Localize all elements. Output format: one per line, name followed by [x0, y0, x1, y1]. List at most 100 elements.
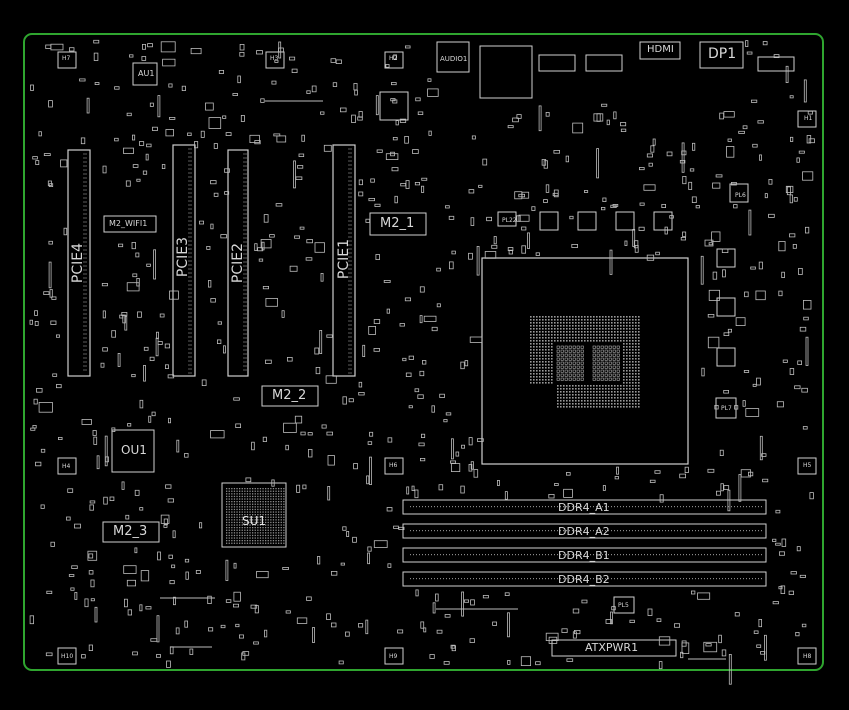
chipset-pin — [257, 527, 259, 529]
dimm-pin — [683, 530, 684, 532]
chipset-pin — [231, 501, 233, 503]
cpu-pin — [542, 340, 544, 342]
smd-component — [561, 628, 568, 633]
smd-component — [606, 119, 610, 126]
chipset-pin — [270, 529, 272, 531]
cpu-pin — [572, 325, 574, 327]
dimm-pin — [455, 554, 456, 556]
dimm-pin — [497, 578, 498, 580]
smd-component — [680, 236, 687, 241]
cpu-pad — [596, 353, 600, 357]
cpu-pin — [581, 328, 583, 330]
dimm-pin — [635, 530, 636, 532]
dimm-pin — [467, 554, 468, 556]
smd-component — [217, 321, 223, 325]
cpu-pin — [584, 403, 586, 405]
dimm-pin — [458, 506, 459, 508]
cpu-pin — [632, 382, 634, 384]
dimm-pin — [548, 554, 549, 556]
cpu-pin — [605, 322, 607, 324]
smd-component — [679, 473, 687, 479]
dimm-pin — [476, 506, 477, 508]
cpu-pin — [563, 406, 565, 408]
smd-component — [404, 297, 411, 302]
su1-label: SU1 — [242, 514, 267, 528]
smd-component — [352, 536, 357, 543]
smd-component — [71, 565, 78, 569]
chipset-pin — [244, 488, 246, 490]
cpu-pad — [612, 377, 616, 381]
chipset-pin — [244, 508, 246, 511]
chipset-pin — [254, 503, 256, 505]
smd-component — [366, 475, 370, 485]
smd-component — [768, 178, 773, 185]
smd-component — [516, 114, 522, 119]
smd-component — [306, 239, 313, 244]
smd-component — [402, 357, 407, 362]
m2-2-label: M2_2 — [272, 388, 307, 403]
smd-component — [679, 159, 686, 164]
dimm-pin — [737, 530, 738, 532]
cpu-pin — [566, 397, 568, 399]
cpu-pad — [572, 373, 576, 377]
dimm-pin — [530, 554, 531, 556]
dimm-pin — [761, 506, 762, 508]
chipset-pin — [280, 506, 282, 508]
cpu-pin — [599, 391, 601, 393]
cpu-pin — [548, 367, 550, 369]
smd-component — [408, 405, 413, 409]
cpu-pin — [629, 337, 631, 339]
cpu-pad — [612, 369, 616, 373]
chipset-pin — [265, 488, 267, 490]
cpu-pin — [578, 337, 580, 339]
dimm-pin — [503, 578, 504, 580]
smd-component — [415, 589, 419, 597]
cpu-pad — [560, 369, 564, 373]
dimm-pin — [665, 530, 666, 532]
cpu-pin — [560, 397, 562, 399]
smd-component — [762, 41, 768, 46]
smd-component — [471, 135, 476, 140]
dimm-pin — [572, 578, 573, 580]
smd-component — [137, 311, 142, 318]
dimm-pin — [479, 578, 480, 580]
dimm-pin — [575, 554, 576, 556]
chipset-pin — [236, 511, 238, 513]
smd-component — [798, 267, 803, 275]
smd-component — [101, 282, 108, 287]
smd-component — [776, 401, 784, 408]
smd-component — [163, 524, 168, 528]
cpu-pin — [602, 397, 604, 399]
cpu-pin — [542, 331, 544, 333]
chipset-pin — [231, 503, 233, 505]
smd-component — [368, 325, 377, 335]
chipset-pin — [236, 524, 238, 526]
smd-component — [634, 244, 639, 253]
cpu-pin — [545, 352, 547, 354]
cpu-pin — [590, 316, 592, 318]
smd-component — [707, 336, 720, 349]
dimm-pin — [479, 554, 480, 556]
cpu-pad — [560, 373, 564, 377]
smd-component — [652, 138, 656, 146]
cpu-pin — [551, 328, 553, 330]
smd-component — [305, 257, 313, 261]
cpu-pin — [596, 331, 598, 333]
chipset-pin — [231, 511, 233, 513]
cpu-pin — [617, 394, 619, 396]
cpu-pin — [587, 397, 589, 399]
cpu-pin — [617, 340, 619, 342]
smd-component — [94, 606, 98, 623]
cpu-pad — [612, 353, 616, 357]
cpu-pin — [629, 400, 631, 402]
chipset-pin — [257, 516, 259, 518]
dimm-pin — [569, 506, 570, 508]
dimm-pin — [512, 530, 513, 532]
cpu-pin — [560, 400, 562, 402]
smd-component — [722, 269, 726, 278]
m2-1-outline — [369, 212, 427, 236]
smd-component — [543, 199, 548, 203]
chipset-pin — [233, 498, 236, 500]
dimm-pin — [569, 530, 570, 532]
dimm-pin — [599, 554, 600, 556]
